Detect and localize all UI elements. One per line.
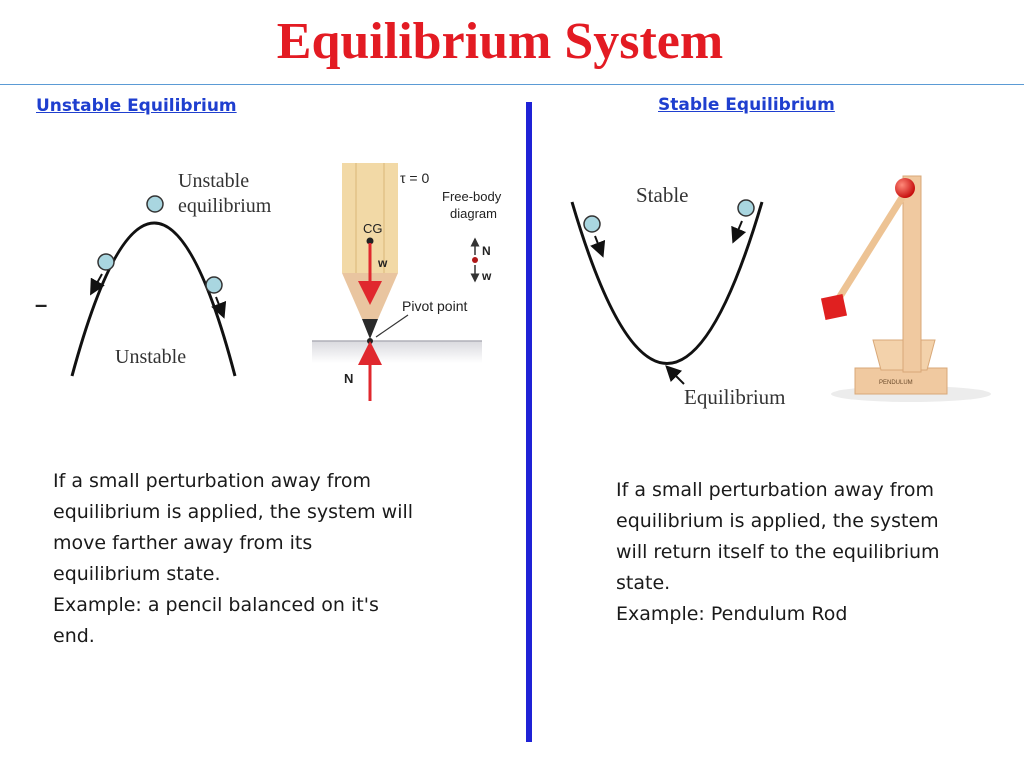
stable-equilibrium-heading[interactable]: Stable Equilibrium — [658, 95, 835, 115]
stable-valley-curve — [570, 201, 764, 365]
n-label: N — [344, 371, 353, 386]
fbd-label-line1: Free-body — [442, 189, 502, 204]
base-text: PENDULUM — [879, 380, 913, 386]
cg-label: CG — [363, 221, 383, 236]
w-label: w — [377, 256, 388, 270]
pivot-point-label: Pivot point — [402, 298, 467, 314]
unstable-equilibrium-label-line1: Unstable — [178, 170, 249, 192]
stable-curve-diagram: Stable Equilibrium — [570, 183, 786, 409]
equilibrium-pointer — [665, 365, 685, 385]
pivot-pointer — [375, 314, 409, 338]
ball-top — [146, 195, 164, 213]
pencil-diagram: CG w N τ = 0 Free-body diagram N w Pivot… — [312, 163, 502, 401]
red-pivot-ball — [895, 178, 915, 198]
pivot-dot — [367, 338, 373, 344]
unstable-equilibrium-label-line2: equilibrium — [178, 195, 272, 217]
pendulum-arm — [836, 186, 911, 300]
unstable-example-text: Example: a pencil balanced on it's end. — [53, 594, 379, 647]
unstable-equilibrium-heading[interactable]: Unstable Equilibrium — [36, 96, 237, 116]
table-surface — [312, 341, 482, 363]
fbd-label-line2: diagram — [450, 206, 497, 221]
cg-dot — [366, 237, 374, 245]
fbd-w-label: w — [481, 269, 492, 283]
fbd-dot — [472, 257, 478, 263]
unstable-bottom-label: Unstable — [115, 346, 186, 368]
dash-mark: – — [35, 292, 48, 317]
ball-left — [583, 215, 601, 233]
unstable-curve-diagram: Unstable equilibrium Unstable — [70, 170, 272, 377]
unstable-description: If a small perturbation away from equili… — [53, 466, 423, 652]
pendulum-rod-image: PENDULUM — [820, 175, 991, 402]
fbd-n-label: N — [482, 244, 491, 258]
arrow-left-down — [90, 273, 105, 296]
equilibrium-label: Equilibrium — [684, 385, 786, 409]
unstable-description-text: If a small perturbation away from equili… — [53, 470, 414, 585]
ball-left — [97, 253, 115, 271]
ball-right — [205, 276, 223, 294]
stable-description: If a small perturbation away from equili… — [616, 475, 946, 630]
arrow-left-down — [590, 235, 606, 258]
slide-title: Equilibrium System — [276, 13, 724, 70]
stable-label: Stable — [636, 183, 689, 207]
title-divider-line — [0, 84, 1024, 85]
vertical-divider — [526, 102, 532, 742]
torque-label: τ = 0 — [400, 170, 429, 186]
pendulum-post — [902, 175, 922, 373]
red-weight-block — [820, 293, 848, 321]
pencil-tip — [362, 319, 378, 339]
stable-example-text: Example: Pendulum Rod — [616, 603, 848, 625]
stable-description-text: If a small perturbation away from equili… — [616, 479, 940, 594]
ball-right — [737, 199, 755, 217]
pendulum-base — [854, 367, 948, 395]
arrow-right-down — [211, 296, 227, 319]
arrow-right-down — [731, 220, 747, 244]
